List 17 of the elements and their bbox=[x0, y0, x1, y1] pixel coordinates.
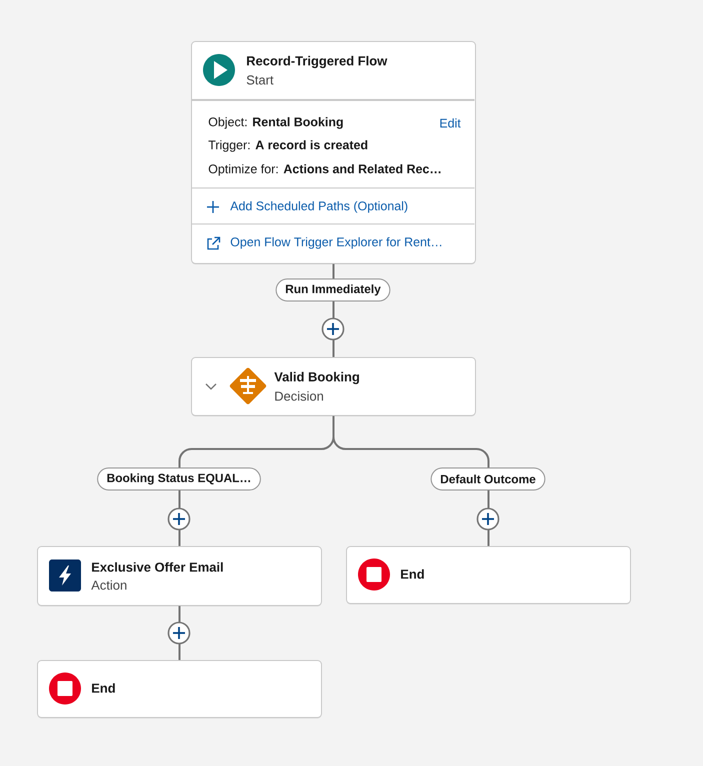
add-paths-link: Add Scheduled Paths (Optional) bbox=[230, 201, 408, 213]
node-type: Decision bbox=[275, 391, 323, 401]
trigger-field: Trigger: A record is created bbox=[208, 140, 368, 152]
node-type: Action bbox=[91, 580, 126, 590]
edit-link: Edit bbox=[440, 118, 461, 128]
node-title: Exclusive Offer Email bbox=[92, 562, 223, 572]
edge-label: Booking Status EQUAL… bbox=[97, 468, 261, 490]
explorer-link: Open Flow Trigger Explorer for Rent… bbox=[230, 237, 442, 249]
node-title: Valid Booking bbox=[274, 372, 359, 384]
edge-label: Default Outcome bbox=[430, 468, 546, 490]
edge-label: Run Immediately bbox=[276, 278, 390, 302]
optimize-field: Optimize for: Actions and Related Rec… bbox=[208, 164, 440, 176]
node-type: Start bbox=[246, 75, 274, 85]
object-field: Object: Rental Booking bbox=[208, 117, 343, 129]
node-title: Record-Triggered Flow bbox=[247, 56, 388, 68]
node-title: End bbox=[401, 569, 424, 579]
node-title: End bbox=[92, 683, 115, 693]
